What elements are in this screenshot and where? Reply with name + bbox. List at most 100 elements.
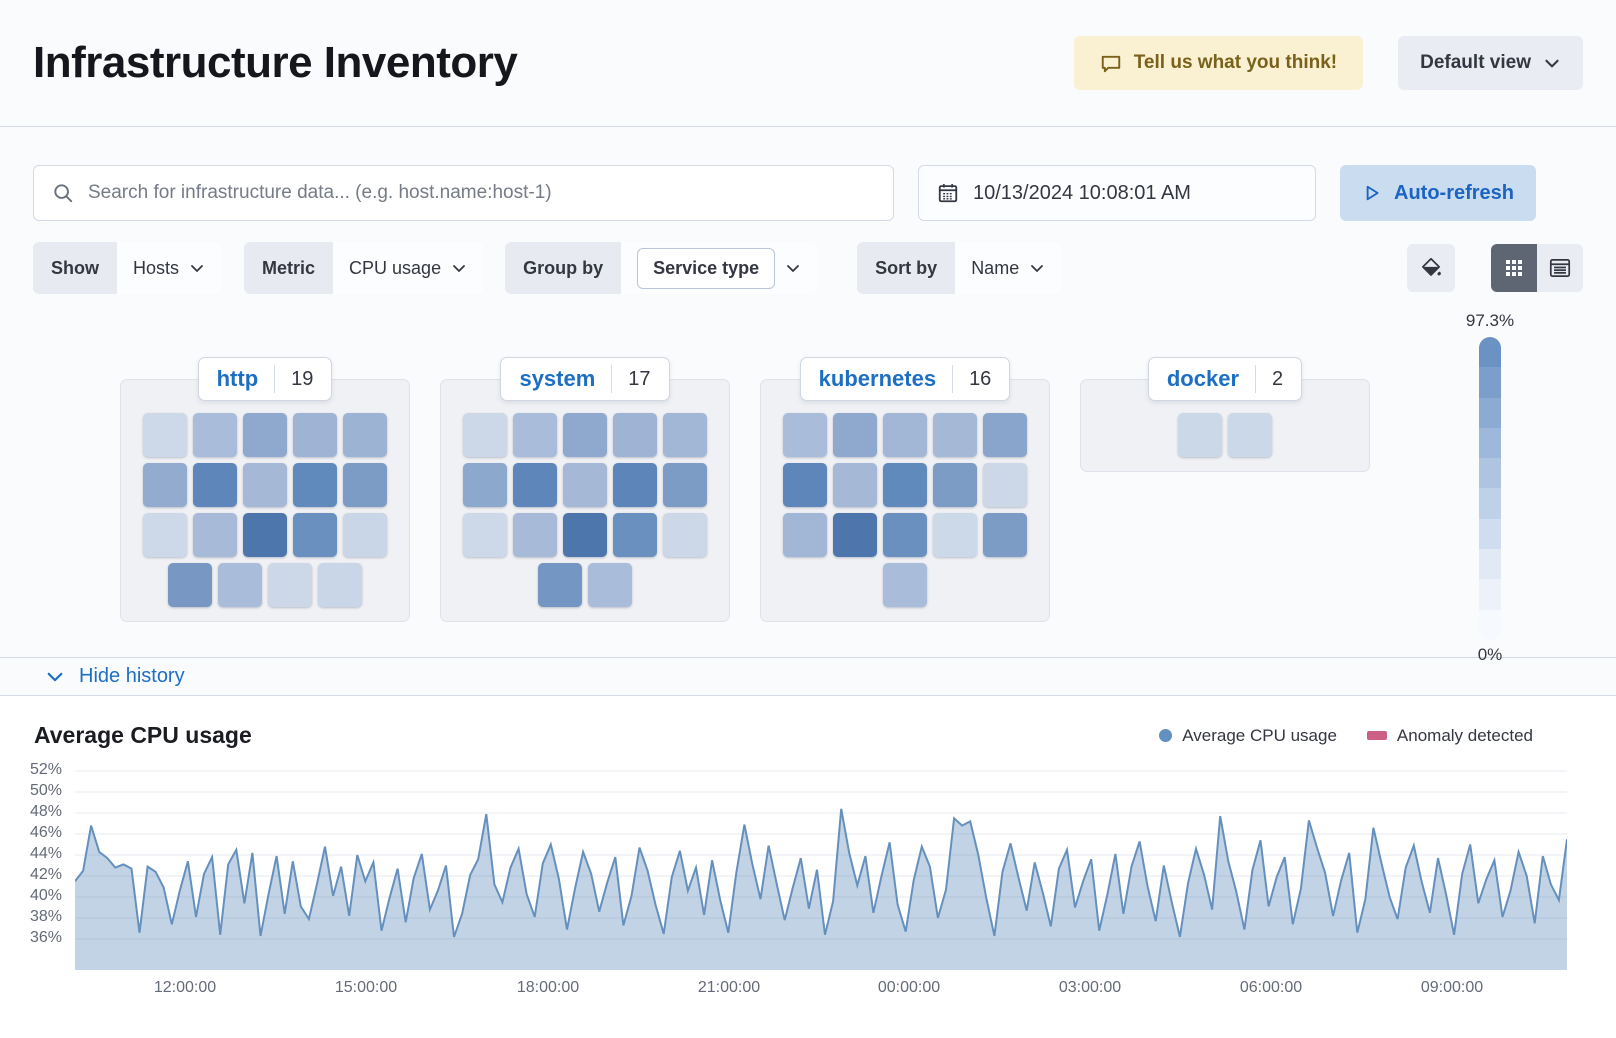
waffle-row (131, 563, 399, 607)
scale-step (1479, 458, 1501, 489)
host-square[interactable] (143, 513, 187, 557)
host-square[interactable] (193, 513, 237, 557)
host-square[interactable] (663, 513, 707, 557)
host-square[interactable] (983, 413, 1027, 457)
host-square[interactable] (168, 563, 212, 607)
group-name-link[interactable]: docker (1166, 366, 1240, 391)
search-box[interactable] (33, 165, 894, 221)
legend-bar-icon (1366, 731, 1387, 740)
host-square[interactable] (1178, 413, 1222, 457)
host-square[interactable] (783, 463, 827, 507)
host-square[interactable] (513, 413, 557, 457)
host-square[interactable] (883, 413, 927, 457)
x-tick-label: 03:00:00 (1058, 979, 1122, 996)
sort-by-filter-select[interactable]: Name (955, 242, 1062, 294)
color-palette-button[interactable] (1407, 244, 1455, 292)
grid-view-button[interactable] (1491, 244, 1537, 292)
host-square[interactable] (933, 513, 977, 557)
date-picker[interactable]: 10/13/2024 10:08:01 AM (918, 165, 1316, 221)
host-square[interactable] (613, 463, 657, 507)
group-name-link[interactable]: system (519, 366, 596, 391)
host-square[interactable] (663, 463, 707, 507)
host-square[interactable] (833, 463, 877, 507)
host-square[interactable] (243, 463, 287, 507)
host-square[interactable] (343, 413, 387, 457)
host-square[interactable] (218, 563, 262, 607)
view-selector-button[interactable]: Default view (1398, 36, 1583, 90)
host-square[interactable] (933, 413, 977, 457)
host-square[interactable] (833, 513, 877, 557)
hide-history-label: Hide history (79, 665, 185, 687)
sort-by-filter-label: Sort by (857, 242, 956, 294)
host-square[interactable] (563, 513, 607, 557)
group-name-link[interactable]: kubernetes (818, 366, 937, 391)
group-panel (120, 379, 410, 622)
host-square[interactable] (563, 413, 607, 457)
chevron-down-icon (787, 265, 800, 272)
host-square[interactable] (343, 513, 387, 557)
host-square[interactable] (513, 463, 557, 507)
metric-filter-select[interactable]: CPU usage (333, 242, 484, 294)
host-square[interactable] (268, 563, 312, 607)
host-square[interactable] (883, 563, 927, 607)
chevron-down-icon (45, 667, 65, 687)
legend-label: Average CPU usage (1182, 725, 1337, 745)
host-square[interactable] (293, 513, 337, 557)
host-square[interactable] (293, 413, 337, 457)
scale-step (1479, 367, 1501, 398)
host-square[interactable] (343, 463, 387, 507)
x-tick-label: 00:00:00 (877, 979, 941, 996)
host-square[interactable] (243, 413, 287, 457)
host-square[interactable] (463, 513, 507, 557)
x-tick-label: 12:00:00 (153, 979, 217, 996)
host-square[interactable] (663, 413, 707, 457)
x-tick-label: 15:00:00 (334, 979, 398, 996)
calendar-icon (937, 182, 959, 204)
host-square[interactable] (193, 463, 237, 507)
host-square[interactable] (983, 513, 1027, 557)
host-square[interactable] (293, 463, 337, 507)
host-square[interactable] (613, 513, 657, 557)
group-by-filter-select[interactable]: Service type (621, 242, 818, 294)
host-square[interactable] (243, 513, 287, 557)
host-square[interactable] (318, 563, 362, 607)
search-input[interactable] (88, 182, 875, 204)
hide-history-link[interactable]: Hide history (45, 665, 185, 688)
group-name-link[interactable]: http (216, 366, 259, 391)
host-square[interactable] (983, 463, 1027, 507)
table-view-button[interactable] (1537, 244, 1583, 292)
show-filter-select[interactable]: Hosts (117, 242, 222, 294)
host-square[interactable] (463, 413, 507, 457)
host-square[interactable] (193, 413, 237, 457)
feedback-button[interactable]: Tell us what you think! (1073, 36, 1364, 90)
x-tick-label: 21:00:00 (697, 979, 761, 996)
legend-item[interactable]: Anomaly detected (1366, 726, 1533, 746)
host-square[interactable] (538, 563, 582, 607)
host-square[interactable] (1228, 413, 1272, 457)
host-square[interactable] (463, 463, 507, 507)
legend-item[interactable]: Average CPU usage (1159, 726, 1337, 746)
page-title: Infrastructure Inventory (33, 38, 518, 87)
host-square[interactable] (883, 513, 927, 557)
scale-step (1479, 518, 1501, 550)
host-square[interactable] (143, 463, 187, 507)
group-by-chip[interactable]: Service type (637, 247, 776, 289)
host-square[interactable] (783, 413, 827, 457)
host-square[interactable] (783, 513, 827, 557)
host-square[interactable] (143, 413, 187, 457)
chevron-down-icon (1543, 54, 1561, 72)
host-square[interactable] (833, 413, 877, 457)
auto-refresh-button[interactable]: Auto-refresh (1340, 165, 1537, 221)
search-toolbar: 10/13/2024 10:08:01 AM Auto-refresh (0, 127, 1616, 221)
scale-step (1479, 427, 1501, 459)
host-square[interactable] (588, 563, 632, 607)
badge-divider (1255, 365, 1257, 393)
host-square[interactable] (563, 463, 607, 507)
group-panel (760, 379, 1050, 622)
y-tick-label: 48% (29, 803, 62, 820)
host-square[interactable] (613, 413, 657, 457)
host-square[interactable] (513, 513, 557, 557)
host-square[interactable] (883, 463, 927, 507)
host-square[interactable] (933, 463, 977, 507)
